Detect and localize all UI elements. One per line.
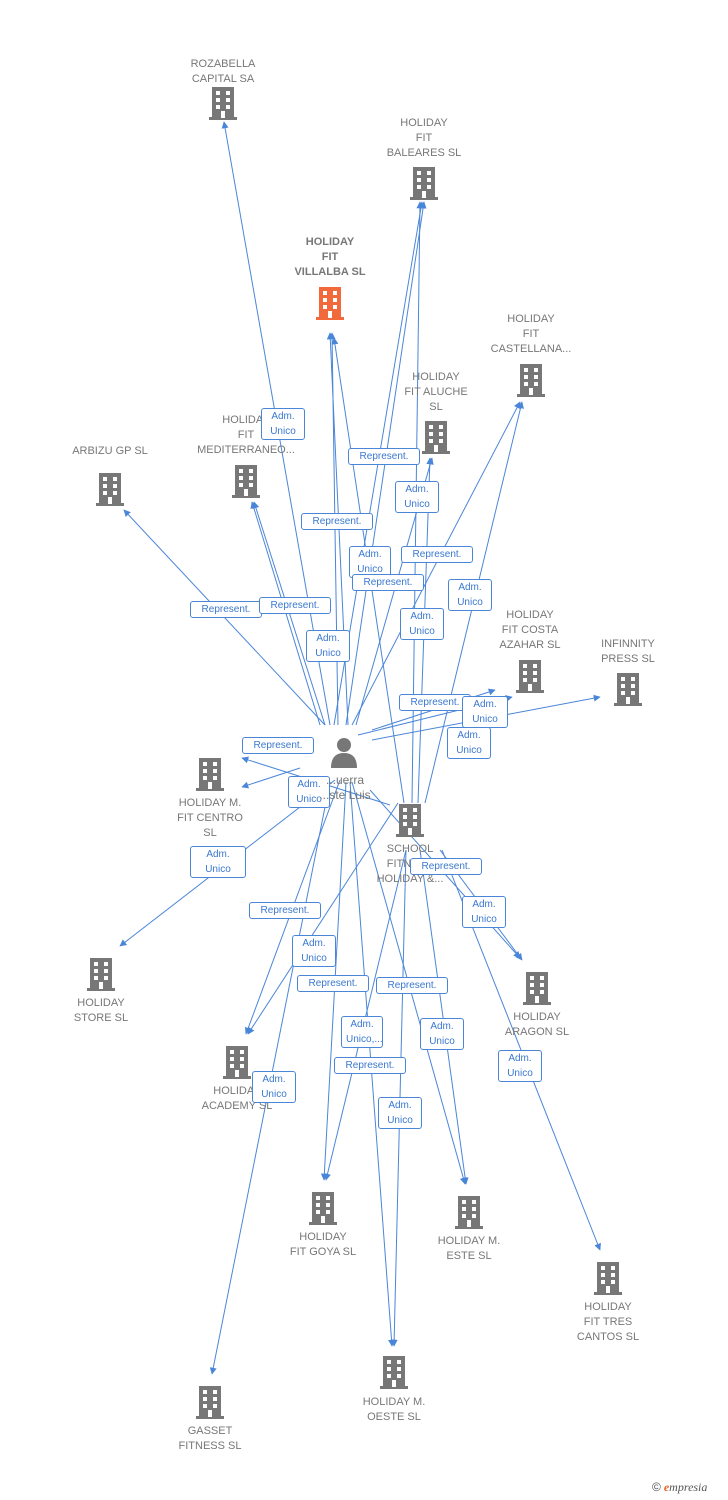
- building-icon[interactable]: [455, 1196, 483, 1229]
- copyright-icon: ©: [652, 1480, 661, 1494]
- company-label-tres[interactable]: HOLIDAY FIT TRES CANTOS SL: [576, 1301, 640, 1343]
- edge-line: [247, 802, 399, 1035]
- relation-label[interactable]: Represent.: [297, 975, 369, 992]
- relation-label[interactable]: Represent.: [242, 737, 314, 754]
- company-label-mediterraneo[interactable]: HOLIDAY FIT MEDITERRANEO...: [197, 414, 295, 456]
- edge-line: [351, 401, 521, 726]
- relation-label[interactable]: Adm. Unico: [400, 608, 444, 640]
- relation-label[interactable]: Represent.: [401, 546, 473, 563]
- company-label-centro[interactable]: HOLIDAY M. FIT CENTRO SL: [177, 797, 243, 839]
- building-icon[interactable]: [594, 1262, 622, 1295]
- relation-label[interactable]: Represent.: [410, 858, 482, 875]
- relation-label[interactable]: Adm. Unico: [378, 1097, 422, 1129]
- building-icon[interactable]: [396, 804, 424, 837]
- relation-label[interactable]: Adm. Unico: [288, 776, 330, 808]
- relation-label[interactable]: Adm. Unico: [462, 896, 506, 928]
- edge-line: [324, 849, 407, 1181]
- relation-label[interactable]: Represent.: [259, 597, 331, 614]
- company-label-infinnity[interactable]: INFINNITY PRESS SL: [601, 638, 655, 665]
- company-label-academy[interactable]: HOLIDAY ACADEMY SL: [201, 1085, 273, 1112]
- relation-label[interactable]: Adm. Unico: [306, 630, 350, 662]
- company-label-este[interactable]: HOLIDAY M. ESTE SL: [437, 1235, 501, 1262]
- relation-label[interactable]: Adm. Unico: [261, 408, 305, 440]
- relation-label[interactable]: Represent.: [190, 601, 262, 618]
- building-icon[interactable]: [523, 972, 551, 1005]
- company-label-gasset[interactable]: GASSET FITNESS SL: [178, 1425, 242, 1452]
- company-label-oeste[interactable]: HOLIDAY M. OESTE SL: [362, 1396, 426, 1423]
- building-icon[interactable]: [517, 364, 545, 397]
- building-icon[interactable]: [380, 1356, 408, 1389]
- building-icon[interactable]: [209, 87, 237, 120]
- relation-label[interactable]: Represent.: [334, 1057, 406, 1074]
- building-icon[interactable]: [232, 465, 260, 498]
- building-icon[interactable]: [223, 1046, 251, 1079]
- relation-label[interactable]: Adm. Unico: [498, 1050, 542, 1082]
- company-label-azahar[interactable]: HOLIDAY FIT COSTA AZAHAR SL: [499, 609, 561, 651]
- icons-layer: [87, 87, 642, 1419]
- relation-label[interactable]: Represent.: [399, 694, 471, 711]
- company-label-aluche[interactable]: HOLIDAY FIT ALUCHE SL: [404, 371, 468, 413]
- relation-label[interactable]: Adm. Unico: [420, 1018, 464, 1050]
- relation-label[interactable]: Represent.: [376, 977, 448, 994]
- person-label[interactable]: ...uerra ...ste Luis: [319, 773, 371, 802]
- company-label-baleares[interactable]: HOLIDAY FIT BALEARES SL: [386, 117, 462, 159]
- building-icon[interactable]: [316, 287, 344, 320]
- relation-label[interactable]: Adm. Unico: [395, 481, 439, 513]
- building-icon[interactable]: [96, 473, 124, 506]
- relation-label[interactable]: Represent.: [301, 513, 373, 530]
- relation-label[interactable]: Adm. Unico: [448, 579, 492, 611]
- edges-layer: [119, 121, 601, 1375]
- company-label-rozabella[interactable]: ROZABELLA CAPITAL SA: [190, 58, 256, 85]
- building-icon[interactable]: [422, 421, 450, 454]
- relation-label[interactable]: Represent.: [348, 448, 420, 465]
- building-icon[interactable]: [410, 167, 438, 200]
- edge-line: [241, 767, 301, 789]
- building-icon[interactable]: [87, 958, 115, 991]
- building-icon[interactable]: [196, 1386, 224, 1419]
- building-icon[interactable]: [516, 660, 544, 693]
- company-label-castellana[interactable]: HOLIDAY FIT CASTELLANA...: [490, 313, 572, 355]
- brand-initial: e: [663, 1480, 670, 1494]
- company-label-store[interactable]: HOLIDAY STORE SL: [73, 997, 129, 1024]
- brand-name: mpresia: [669, 1480, 708, 1494]
- relation-label[interactable]: Represent.: [249, 902, 321, 919]
- company-label-goya[interactable]: HOLIDAY FIT GOYA SL: [289, 1231, 357, 1258]
- company-label-villalba[interactable]: HOLIDAY FIT VILLALBA SL: [294, 236, 366, 278]
- building-icon[interactable]: [614, 673, 642, 706]
- relation-label[interactable]: Adm. Unico: [462, 696, 508, 728]
- relation-label[interactable]: Represent.: [352, 574, 424, 591]
- edge-line: [419, 849, 469, 1185]
- relation-label[interactable]: Adm. Unico: [252, 1071, 296, 1103]
- company-label-aragon[interactable]: HOLIDAY ARAGON SL: [504, 1011, 570, 1038]
- person-icon[interactable]: [331, 738, 357, 768]
- footer-brand: © empresia: [652, 1480, 707, 1495]
- company-label-arbizu[interactable]: ARBIZU GP SL: [72, 445, 148, 457]
- relation-label[interactable]: Adm. Unico: [447, 727, 491, 759]
- relation-label[interactable]: Adm. Unico: [190, 846, 246, 878]
- relation-label[interactable]: Adm. Unico: [292, 935, 336, 967]
- relation-label[interactable]: Adm. Unico: [349, 546, 391, 578]
- building-icon[interactable]: [309, 1192, 337, 1225]
- relation-label[interactable]: Adm. Unico,...: [341, 1016, 383, 1048]
- building-icon[interactable]: [196, 758, 224, 791]
